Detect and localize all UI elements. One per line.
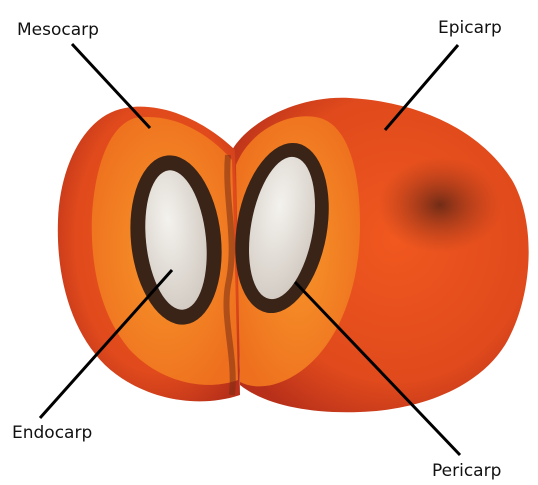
label-pericarp: Pericarp <box>432 463 501 480</box>
label-epicarp: Epicarp <box>438 20 502 37</box>
label-mesocarp: Mesocarp <box>17 22 99 39</box>
label-endocarp: Endocarp <box>12 425 92 442</box>
skin-bruise <box>378 157 502 253</box>
